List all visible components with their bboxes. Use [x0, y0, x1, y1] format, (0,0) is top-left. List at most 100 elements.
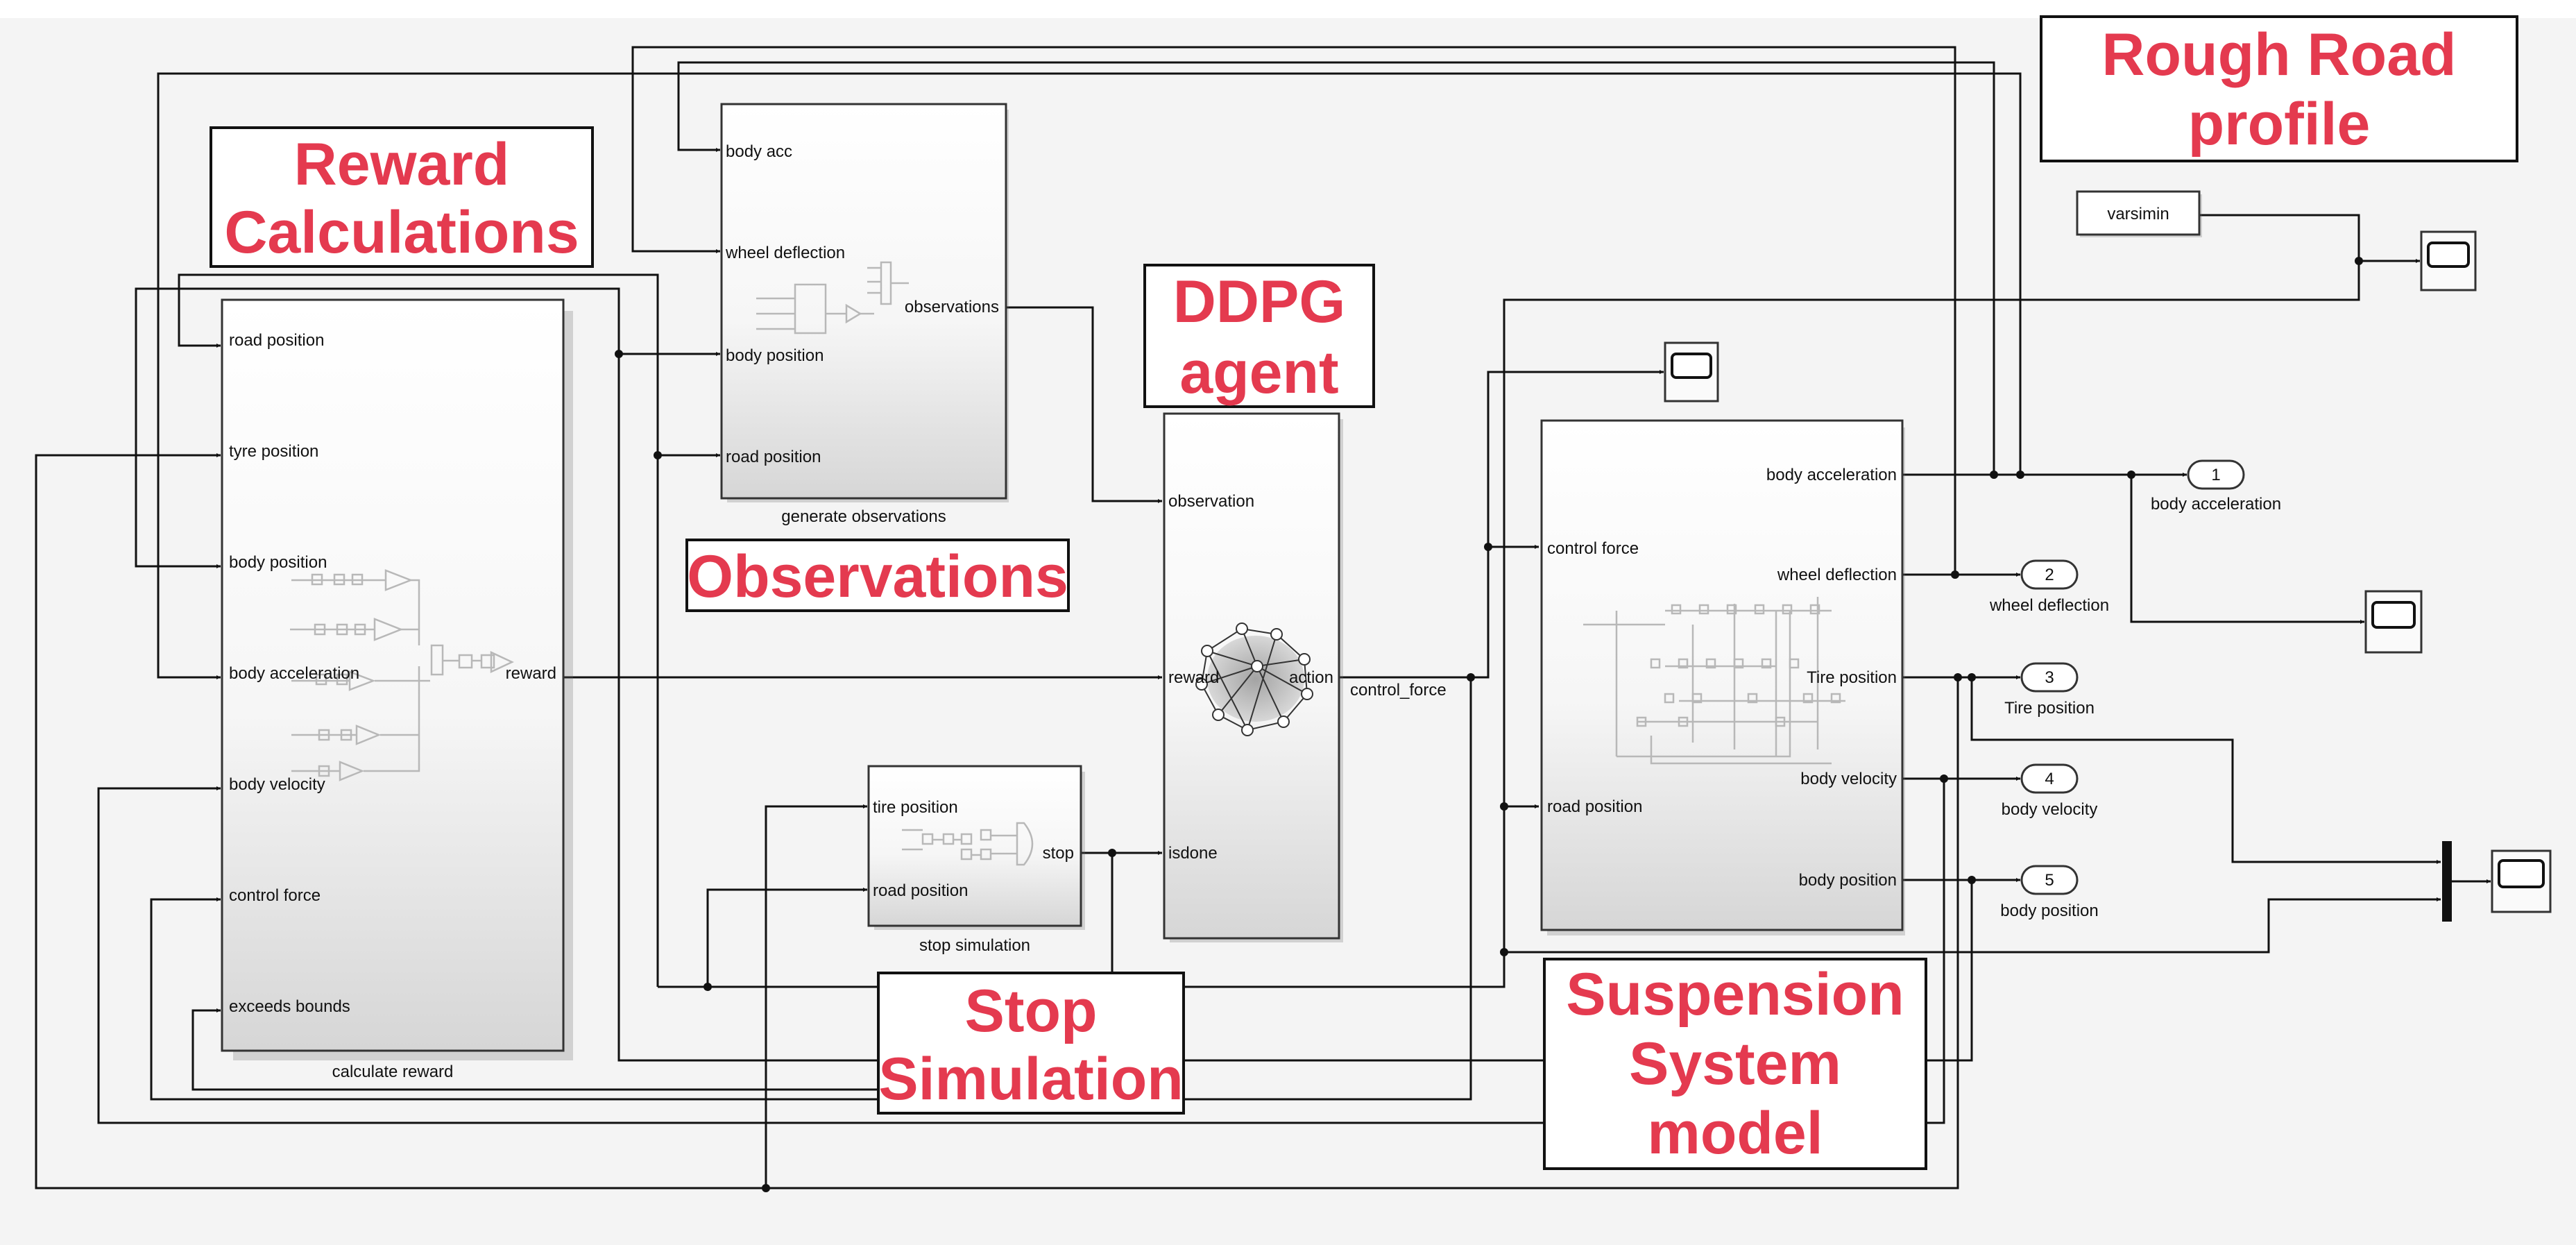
reward-block[interactable]: road position tyre position body positio… — [221, 298, 573, 1081]
outport-5[interactable]: 5 body position — [2000, 865, 2099, 920]
wire-obs-bodypos[interactable] — [617, 352, 1973, 1062]
port-tyre-position: tyre position — [229, 442, 318, 461]
annotation-reward: Reward Calculations — [210, 126, 594, 268]
varsimin-label: varsimin — [2107, 205, 2169, 223]
stop-icon — [902, 822, 1034, 866]
wire-reward-bodypos[interactable] — [135, 287, 620, 568]
annotation-suspension: Suspension System model — [1543, 958, 1927, 1170]
outport-number: 2 — [2045, 566, 2054, 584]
wire-obs-bodyacc[interactable] — [677, 61, 1995, 475]
outport-label: body velocity — [2002, 800, 2098, 819]
annotation-line: Rough Road — [2101, 22, 2456, 88]
annotation-line: Stop — [964, 978, 1097, 1044]
port-out-wheel-deflection: wheel deflection — [1777, 566, 1897, 584]
wire-varsimin[interactable] — [2199, 214, 2420, 263]
wire-reward-road[interactable] — [178, 273, 659, 455]
annotation-line: DDPG — [1173, 269, 1345, 335]
wire-mux-tire[interactable] — [1970, 677, 2441, 864]
port-wheel-deflection: wheel deflection — [725, 244, 845, 262]
suspension-icon — [1583, 597, 1845, 765]
annotation-line: Calculations — [224, 199, 579, 266]
annotation-line: model — [1647, 1100, 1823, 1167]
wire-reward-bodyacc[interactable] — [157, 72, 2022, 679]
port-susp-control-force: control force — [1547, 539, 1639, 558]
observations-block-label: generate observations — [781, 507, 946, 526]
wire-reward-velocity[interactable] — [97, 779, 1945, 1124]
annotation-line: agent — [1179, 339, 1338, 406]
observations-icon — [756, 261, 909, 334]
agent-block[interactable]: observation reward isdone action control… — [1163, 412, 1447, 942]
wire-stop-road[interactable] — [706, 888, 867, 987]
reward-block-label: calculate reward — [332, 1062, 454, 1081]
suspension-block[interactable]: control force road position body acceler… — [1540, 419, 1905, 935]
annotation-road-profile: Rough Road profile — [2040, 15, 2518, 162]
outport-2[interactable]: 2 wheel deflection — [1989, 559, 2109, 615]
annotation-agent: DDPG agent — [1143, 264, 1375, 408]
outport-3[interactable]: 3 Tire position — [2004, 662, 2095, 718]
outport-4[interactable]: 4 body velocity — [2002, 763, 2098, 819]
outport-label: Tire position — [2004, 699, 2095, 718]
port-out-body-velocity: body velocity — [1800, 770, 1897, 788]
port-body-position: body position — [229, 553, 327, 572]
port-out-body-position: body position — [1799, 871, 1897, 890]
port-tire-position: tire position — [873, 798, 958, 817]
scope-mux[interactable] — [2491, 849, 2552, 913]
varsimin-block[interactable]: varsimin — [2076, 190, 2202, 237]
port-isdone: isdone — [1168, 844, 1218, 863]
wire-control-force[interactable] — [1339, 545, 1539, 679]
wire-road-profile[interactable] — [1503, 261, 2360, 808]
wire-reward-tyre[interactable] — [35, 453, 1959, 1189]
port-body-acc: body acc — [726, 142, 792, 161]
scope-control[interactable] — [1664, 341, 1719, 403]
mux-block[interactable] — [2442, 841, 2452, 922]
port-body-velocity: body velocity — [229, 775, 325, 794]
port-out-body-acceleration: body acceleration — [1766, 466, 1897, 484]
observations-block[interactable]: body acc wheel deflection body position … — [720, 103, 1009, 526]
port-road-position: road position — [229, 331, 324, 350]
stop-block[interactable]: tire position road position stop stop si… — [867, 765, 1085, 955]
annotation-line: profile — [2188, 91, 2371, 158]
annotation-line: Simulation — [878, 1046, 1184, 1112]
port-susp-road-position: road position — [1547, 797, 1642, 816]
wire-control-force-feedback[interactable] — [150, 677, 1472, 1101]
port-obs-body-position: body position — [726, 346, 824, 365]
port-stop-road-position: road position — [873, 881, 968, 900]
outport-label: wheel deflection — [1989, 596, 2109, 615]
port-observations-out: observations — [905, 298, 999, 316]
neural-network-icon — [1195, 622, 1313, 736]
wire-observations[interactable] — [1005, 306, 1162, 503]
annotation-stop: Stop Simulation — [877, 972, 1185, 1115]
outport-label: body acceleration — [2151, 495, 2281, 514]
outport-number: 3 — [2045, 668, 2054, 687]
scope-acceleration[interactable] — [2364, 590, 2423, 654]
scope-road[interactable] — [2420, 230, 2477, 291]
port-observation: observation — [1168, 492, 1254, 511]
port-control-force: control force — [229, 886, 321, 905]
port-exceeds-bounds: exceeds bounds — [229, 997, 350, 1016]
port-agent-reward: reward — [1168, 668, 1219, 687]
annotation-line: Observations — [687, 543, 1068, 610]
port-reward-out: reward — [506, 664, 556, 683]
annotation-line: System — [1629, 1031, 1841, 1097]
outport-number: 1 — [2211, 466, 2220, 484]
signal-control-force: control_force — [1350, 681, 1447, 700]
outport-label: body position — [2000, 901, 2098, 920]
port-stop-out: stop — [1043, 844, 1074, 863]
port-out-tire-position: Tire position — [1807, 668, 1897, 687]
wire-acc-scope[interactable] — [2130, 475, 2364, 624]
wire-control-scope[interactable] — [1487, 370, 1664, 547]
stop-block-label: stop simulation — [919, 936, 1030, 955]
wire-mux-road[interactable] — [1504, 897, 2441, 954]
port-obs-road-position: road position — [726, 448, 821, 466]
outport-1[interactable]: 1 body acceleration — [2151, 459, 2281, 514]
reward-icon — [290, 569, 514, 781]
port-body-acceleration: body acceleration — [229, 664, 359, 683]
annotation-observations: Observations — [685, 539, 1070, 612]
outport-number: 5 — [2045, 871, 2054, 890]
wire-obs-wheel[interactable] — [631, 46, 1956, 575]
port-action: action — [1289, 668, 1333, 687]
outport-number: 4 — [2045, 770, 2054, 788]
annotation-line: Suspension — [1566, 961, 1904, 1028]
annotation-line: Reward — [294, 131, 510, 198]
